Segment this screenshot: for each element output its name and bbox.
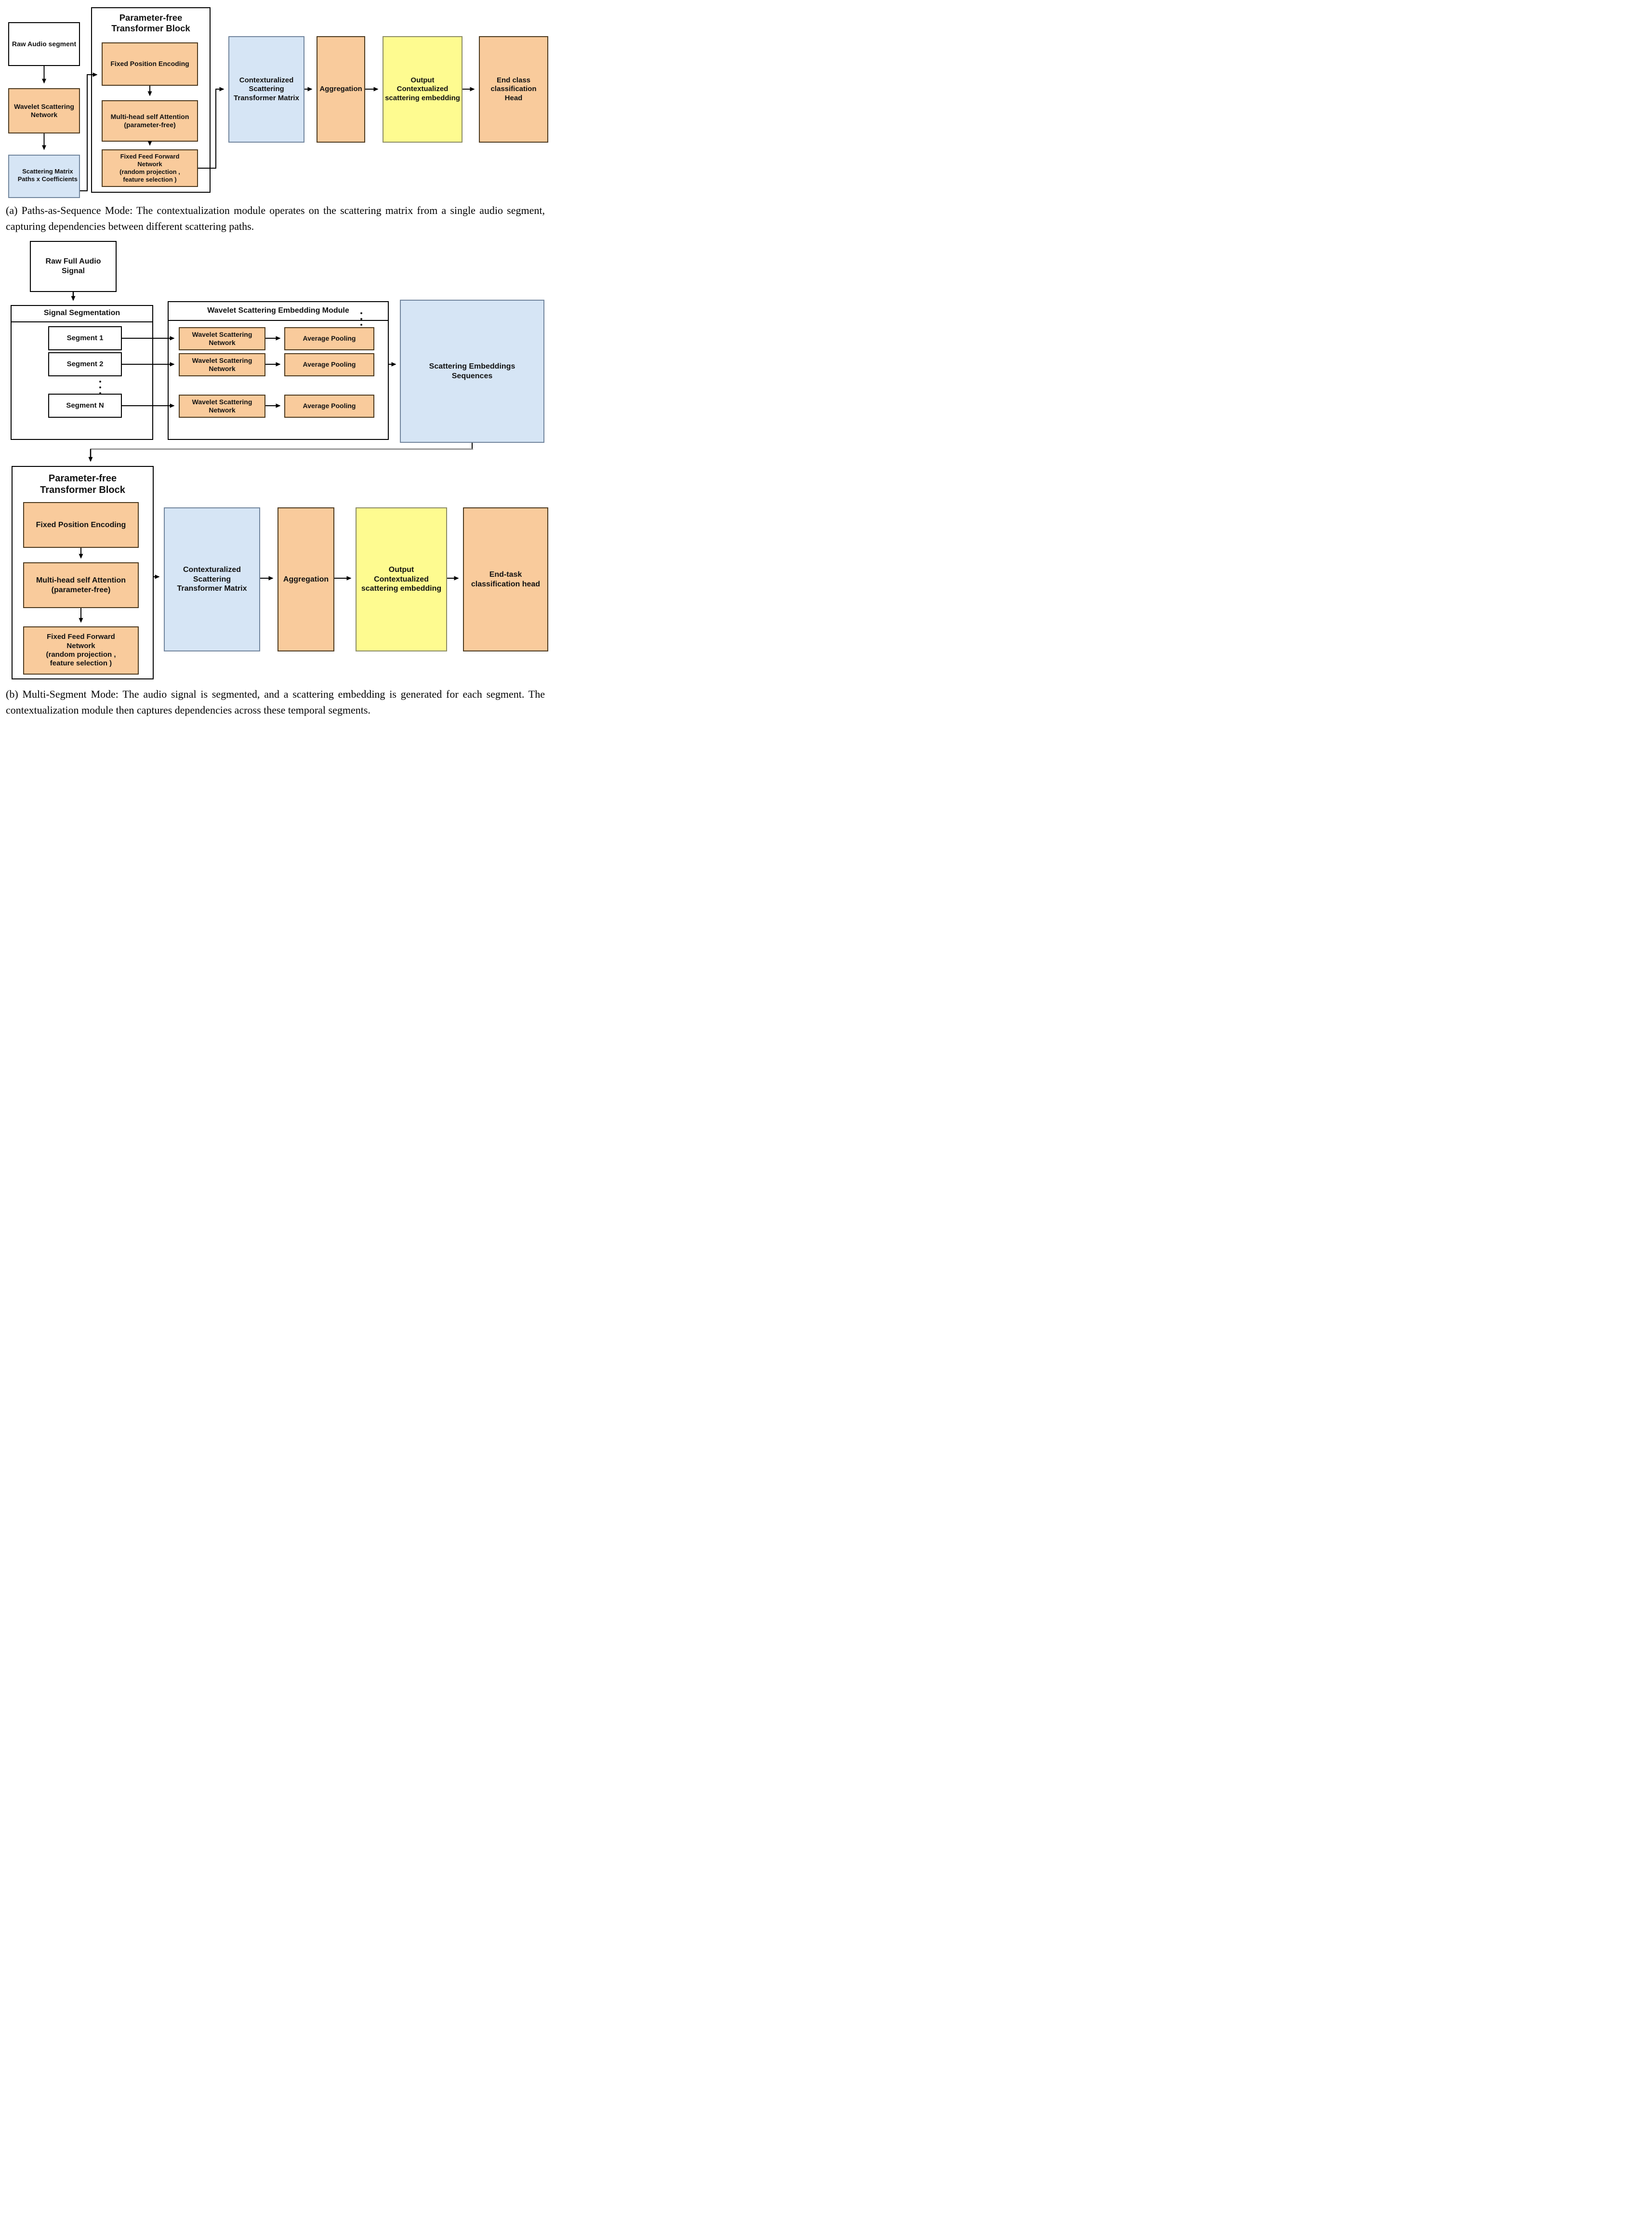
node-end-classification-head-b: End-task classification head xyxy=(463,507,548,651)
wse-ellipsis-dots xyxy=(360,310,362,328)
figure-page: Raw Audio segment Wavelet Scattering Net… xyxy=(0,0,551,743)
node-ctx-scattering-matrix-a: Contexturalized Scattering Transformer M… xyxy=(228,36,304,143)
node-segment-1: Segment 1 xyxy=(48,326,122,350)
node-fixed-position-encoding-a: Fixed Position Encoding xyxy=(102,42,198,86)
node-scattering-matrix: Scattering Matrix Paths x Coefficients xyxy=(8,155,80,198)
node-end-classification-head-a: End class classification Head xyxy=(479,36,548,143)
node-avgpool-row2: Average Pooling xyxy=(284,353,374,376)
node-segment-n: Segment N xyxy=(48,394,122,418)
node-wsn-row3: Wavelet Scattering Network xyxy=(179,395,265,418)
node-feed-forward-b: Fixed Feed Forward Network (random proje… xyxy=(23,626,139,675)
node-wsn-row1: Wavelet Scattering Network xyxy=(179,327,265,350)
title-transformer-block-a: Parameter-free Transformer Block xyxy=(111,13,190,33)
title-signal-segmentation: Signal Segmentation xyxy=(43,309,120,317)
node-ctx-scattering-matrix-b: Contexturalized Scattering Transformer M… xyxy=(164,507,260,651)
node-raw-full-audio-signal: Raw Full Audio Signal xyxy=(30,241,117,292)
title-transformer-block-b: Parameter-free Transformer Block xyxy=(40,473,125,495)
node-wsn-row2: Wavelet Scattering Network xyxy=(179,353,265,376)
node-aggregation-b: Aggregation xyxy=(278,507,334,651)
node-aggregation-a: Aggregation xyxy=(317,36,365,143)
node-avgpool-row3: Average Pooling xyxy=(284,395,374,418)
node-raw-audio-segment: Raw Audio segment xyxy=(8,22,80,66)
node-multi-head-attention-a: Multi-head self Attention (parameter-fre… xyxy=(102,100,198,142)
node-output-embedding-a: Output Contextualized scattering embeddi… xyxy=(383,36,463,143)
node-output-embedding-b: Output Contextualized scattering embeddi… xyxy=(356,507,447,651)
node-multi-head-attention-b: Multi-head self Attention (parameter-fre… xyxy=(23,562,139,608)
node-fixed-position-encoding-b: Fixed Position Encoding xyxy=(23,502,139,548)
node-segment-2: Segment 2 xyxy=(48,352,122,376)
caption-b: (b) Multi-Segment Mode: The audio signal… xyxy=(6,688,545,716)
title-wse-module: Wavelet Scattering Embedding Module xyxy=(207,306,349,315)
node-avgpool-row1: Average Pooling xyxy=(284,327,374,350)
segment-ellipsis-dots xyxy=(99,379,101,396)
node-scattering-embeddings-sequences: Scattering Embeddings Sequences xyxy=(400,300,544,443)
node-feed-forward-a: Fixed Feed Forward Network (random proje… xyxy=(102,149,198,187)
node-wavelet-scattering-network-a: Wavelet Scattering Network xyxy=(8,88,80,133)
caption-a: (a) Paths-as-Sequence Mode: The contextu… xyxy=(6,204,545,232)
